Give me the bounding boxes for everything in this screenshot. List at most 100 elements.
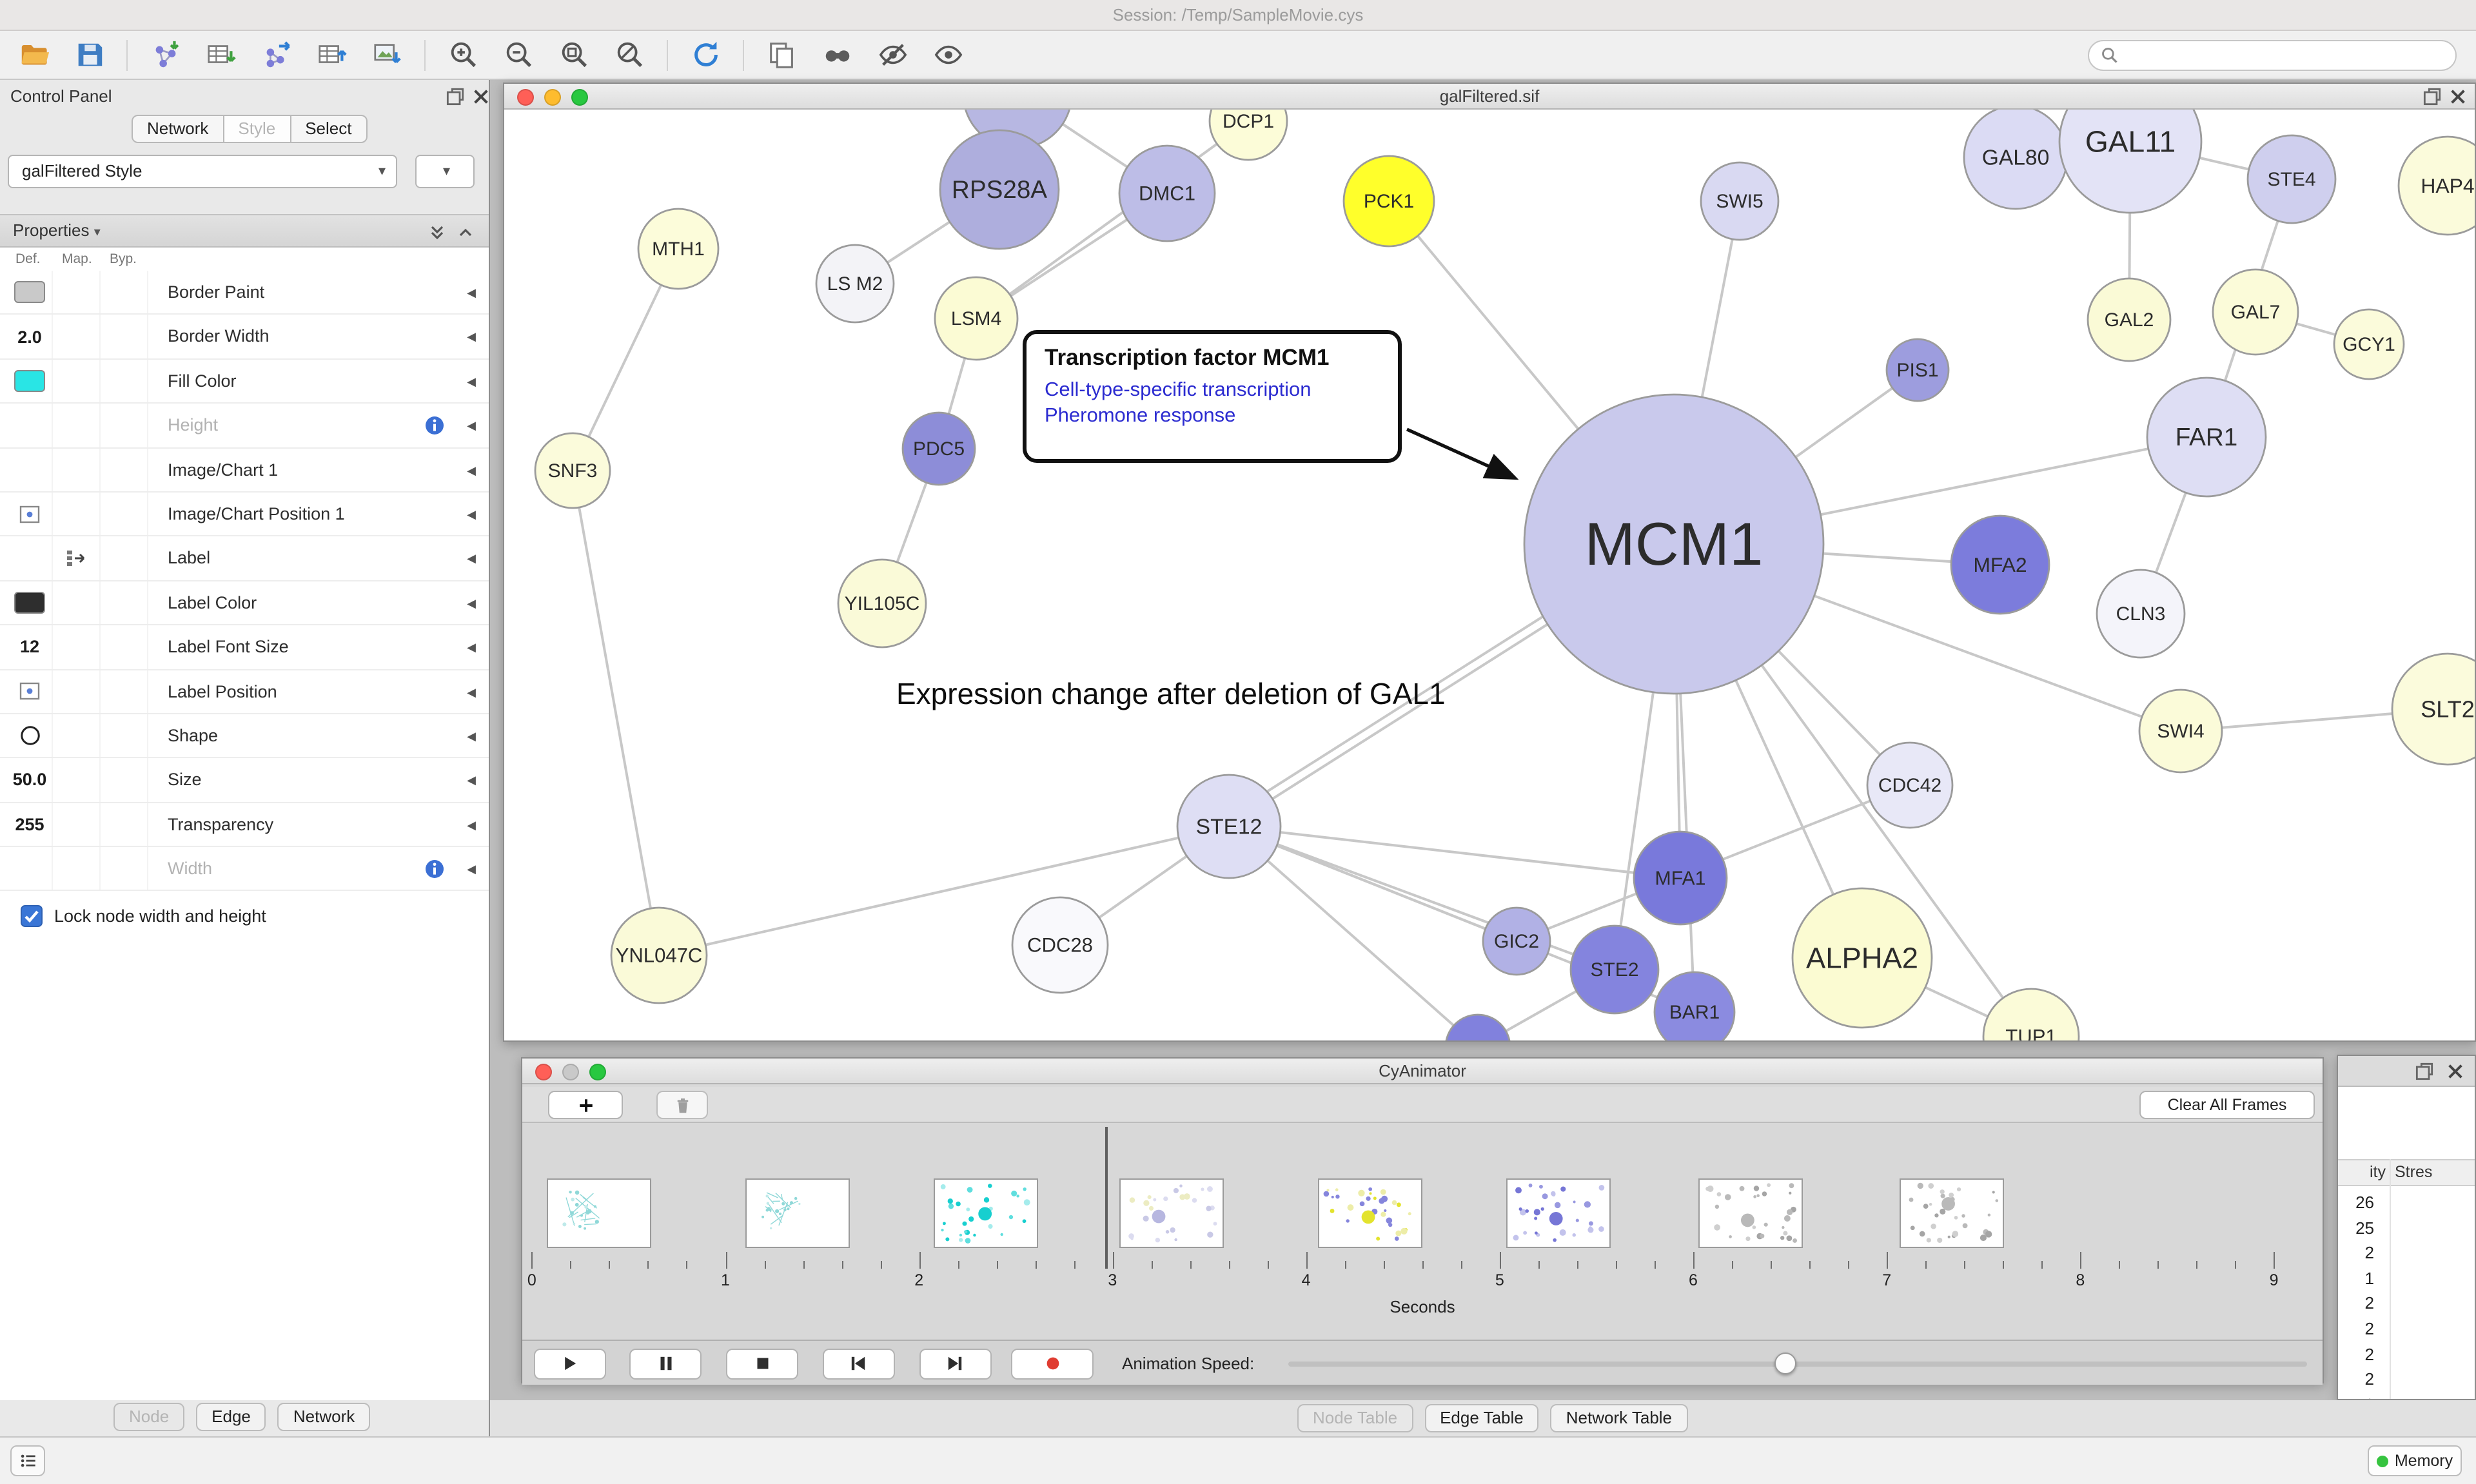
network-node-ALPHA2[interactable] xyxy=(1791,887,1933,1029)
export-network-button[interactable] xyxy=(258,37,294,73)
network-node-YNL047C[interactable] xyxy=(610,906,708,1004)
save-session-button[interactable] xyxy=(71,37,107,73)
close-window-icon[interactable] xyxy=(535,1063,552,1080)
info-icon[interactable] xyxy=(424,859,445,879)
network-edge[interactable] xyxy=(975,120,1250,320)
delete-frame-button[interactable] xyxy=(656,1091,708,1119)
properties-header[interactable]: Properties ▾ xyxy=(0,214,489,248)
expand-row-icon[interactable]: ◀ xyxy=(467,464,476,477)
property-def-cell[interactable]: 255 xyxy=(8,803,53,846)
network-node-nbot[interactable] xyxy=(1445,1013,1511,1040)
property-map-cell[interactable] xyxy=(55,271,101,314)
tab-style[interactable]: Style xyxy=(222,115,291,143)
zoom-selected-button[interactable] xyxy=(611,37,647,73)
property-byp-cell[interactable] xyxy=(103,536,148,580)
property-map-cell[interactable] xyxy=(55,670,101,713)
network-node-YIL105C[interactable] xyxy=(837,558,927,649)
network-node-GAL2[interactable] xyxy=(2087,277,2172,362)
tab-network-table[interactable]: Network Table xyxy=(1550,1404,1688,1432)
tab-edge[interactable]: Edge xyxy=(196,1403,266,1431)
network-edge[interactable] xyxy=(1228,825,1681,879)
lock-size-checkbox[interactable] xyxy=(21,904,43,927)
network-node-STE4[interactable] xyxy=(2246,134,2337,224)
export-table-button[interactable] xyxy=(313,37,349,73)
property-byp-cell[interactable] xyxy=(103,271,148,314)
property-def-cell[interactable]: 50.0 xyxy=(8,758,53,802)
network-node-SLT2[interactable] xyxy=(2391,652,2475,766)
info-icon[interactable] xyxy=(424,415,445,436)
table-row[interactable]: 2 xyxy=(2338,1291,2475,1316)
float-window-icon[interactable] xyxy=(2415,1062,2433,1080)
network-node-PIS1[interactable] xyxy=(1885,338,1950,402)
frame-thumbnail-7[interactable] xyxy=(1698,1178,1803,1248)
property-byp-cell[interactable] xyxy=(103,492,148,536)
export-image-button[interactable] xyxy=(369,37,405,73)
expand-row-icon[interactable]: ◀ xyxy=(467,419,476,433)
table-row[interactable]: 2 xyxy=(2338,1316,2475,1342)
table-column-header[interactable]: Stres xyxy=(2395,1163,2433,1181)
property-byp-cell[interactable] xyxy=(103,847,148,890)
skip-start-button[interactable] xyxy=(822,1348,895,1379)
network-node-HAP4[interactable] xyxy=(2397,135,2475,236)
property-map-cell[interactable] xyxy=(55,758,101,802)
close-window-icon[interactable] xyxy=(517,88,534,105)
property-map-cell[interactable] xyxy=(55,625,101,669)
style-options-button[interactable]: ▾ xyxy=(415,155,475,188)
network-node-LSM2[interactable] xyxy=(815,244,895,324)
style-property-row[interactable]: Fill Color◀ xyxy=(0,359,489,404)
expand-row-icon[interactable]: ◀ xyxy=(467,507,476,521)
frame-thumbnail-2[interactable] xyxy=(745,1178,850,1248)
annotation-box[interactable]: Transcription factor MCM1 Cell-type-spec… xyxy=(1023,330,1402,463)
property-byp-cell[interactable] xyxy=(103,404,148,447)
style-property-row[interactable]: Image/Chart Position 1◀ xyxy=(0,492,489,537)
network-node-STE2[interactable] xyxy=(1569,924,1660,1015)
style-property-row[interactable]: Label Color◀ xyxy=(0,581,489,626)
network-edge[interactable] xyxy=(658,825,1230,957)
property-map-cell[interactable] xyxy=(55,714,101,757)
pause-button[interactable] xyxy=(629,1348,702,1379)
network-node-GCY1[interactable] xyxy=(2333,308,2405,380)
network-node-FAR1[interactable] xyxy=(2146,376,2267,498)
tab-network[interactable]: Network xyxy=(277,1403,371,1431)
property-def-cell[interactable] xyxy=(8,536,53,580)
style-property-row[interactable]: Label Position◀ xyxy=(0,670,489,714)
fit-content-button[interactable] xyxy=(556,37,592,73)
expand-row-icon[interactable]: ◀ xyxy=(467,375,476,388)
expand-row-icon[interactable]: ◀ xyxy=(467,641,476,654)
property-map-cell[interactable] xyxy=(55,847,101,890)
network-edge[interactable] xyxy=(1228,825,1478,1040)
style-property-row[interactable]: Height◀ xyxy=(0,404,489,449)
table-row[interactable]: 25 xyxy=(2338,1215,2475,1240)
property-map-cell[interactable] xyxy=(55,315,101,358)
property-def-cell[interactable]: 12 xyxy=(8,625,53,669)
network-node-SWI5[interactable] xyxy=(1700,161,1780,241)
network-node-RPS28A[interactable] xyxy=(939,129,1060,250)
property-map-cell[interactable] xyxy=(55,359,101,403)
network-node-MCM1[interactable] xyxy=(1523,393,1825,695)
tab-node[interactable]: Node xyxy=(113,1403,185,1431)
network-node-LSM4[interactable] xyxy=(934,276,1019,361)
table-row[interactable]: 1 xyxy=(2338,1266,2475,1291)
style-selector[interactable]: galFiltered Style ▾ xyxy=(8,155,397,188)
stop-button[interactable] xyxy=(726,1348,799,1379)
frame-thumbnail-5[interactable] xyxy=(1318,1178,1423,1248)
network-edge[interactable] xyxy=(571,248,680,471)
network-node-SNF3[interactable] xyxy=(534,432,611,509)
close-icon[interactable] xyxy=(2446,1062,2464,1080)
style-property-row[interactable]: Label◀ xyxy=(0,536,489,581)
add-frame-button[interactable] xyxy=(548,1091,623,1119)
expand-row-icon[interactable]: ◀ xyxy=(467,286,476,299)
timeline-playhead[interactable] xyxy=(1105,1127,1108,1269)
expand-row-icon[interactable]: ◀ xyxy=(467,596,476,610)
property-def-cell[interactable] xyxy=(8,271,53,314)
property-byp-cell[interactable] xyxy=(103,448,148,491)
expand-row-icon[interactable]: ◀ xyxy=(467,863,476,876)
property-byp-cell[interactable] xyxy=(103,581,148,625)
zoom-window-icon[interactable] xyxy=(589,1063,606,1080)
network-node-CDC42[interactable] xyxy=(1866,741,1954,829)
zoom-window-icon[interactable] xyxy=(571,88,588,105)
clear-all-frames-button[interactable]: Clear All Frames xyxy=(2139,1091,2315,1119)
collapse-all-icon[interactable] xyxy=(428,223,446,241)
